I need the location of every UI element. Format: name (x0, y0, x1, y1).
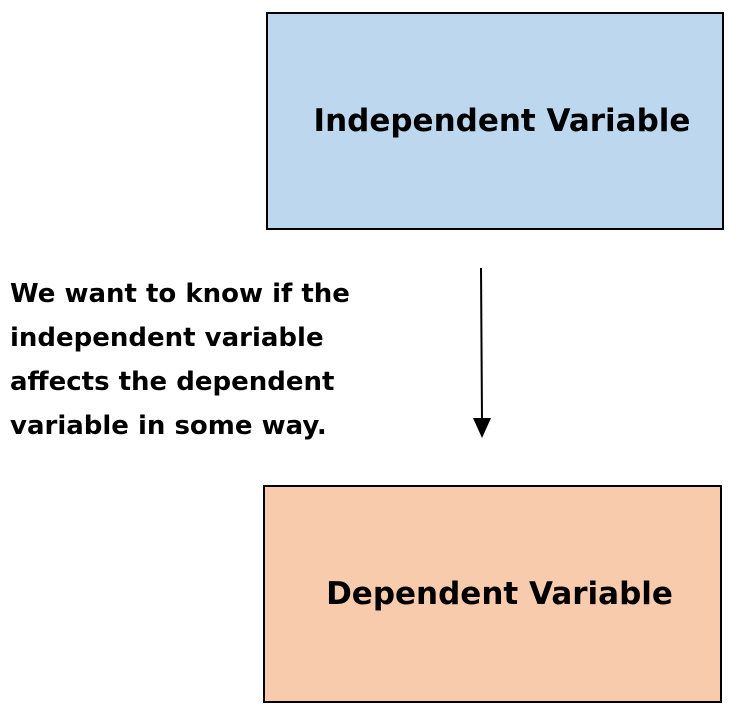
arrow-head (473, 418, 491, 438)
dependent-variable-label: Dependent Variable (326, 576, 673, 612)
relationship-caption: We want to know if the independent varia… (10, 272, 390, 448)
independent-variable-box: Independent Variable (266, 12, 724, 230)
arrow-shaft (480, 267, 483, 421)
caption-line: variable in some way. (10, 411, 327, 441)
independent-variable-label: Independent Variable (313, 103, 691, 139)
caption-line: We want to know if the (10, 279, 350, 309)
dependent-variable-box: Dependent Variable (263, 485, 722, 703)
down-arrow-icon (473, 267, 491, 438)
caption-line: affects the dependent (10, 367, 335, 397)
caption-line: independent variable (10, 323, 324, 353)
